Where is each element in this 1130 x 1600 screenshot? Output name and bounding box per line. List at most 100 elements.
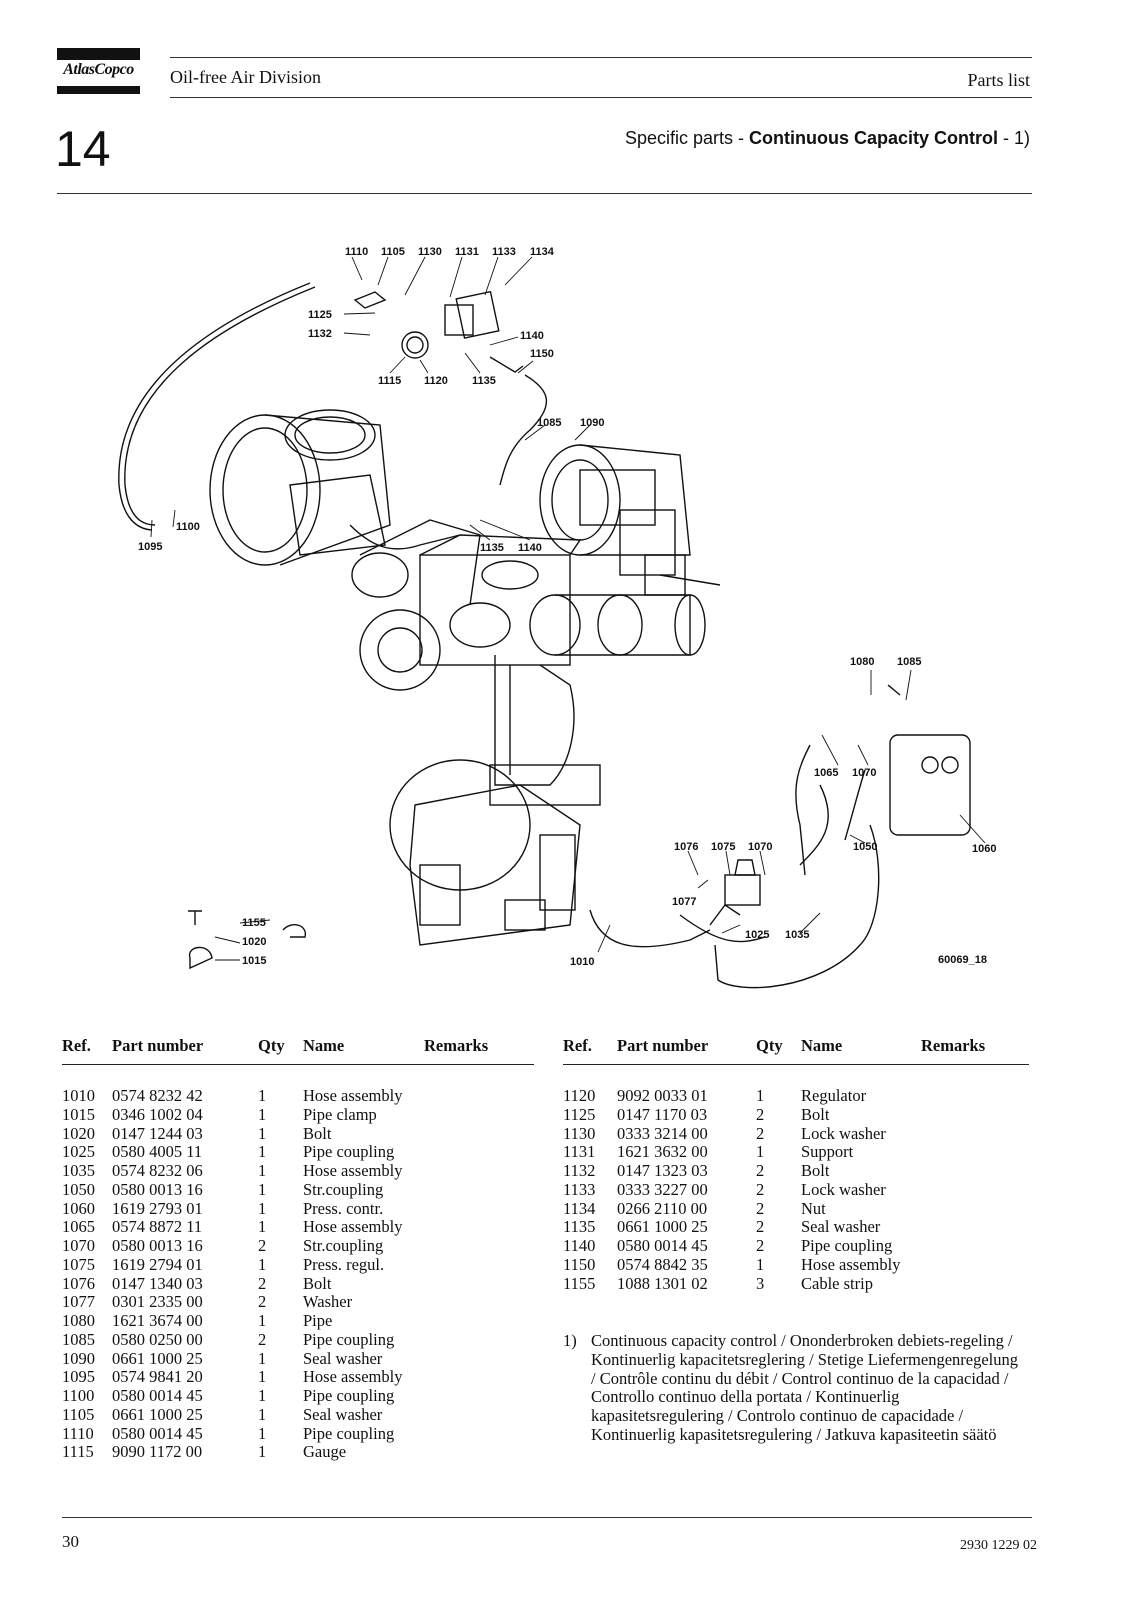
- qty-cell: 1: [258, 1311, 267, 1330]
- section-title: Specific parts - Continuous Capacity Con…: [625, 128, 1030, 149]
- exploded-parts-diagram: 1110 1105 1130 1131 1133 1134 1125 1132 …: [100, 225, 1030, 1015]
- callout-1015: 1015: [242, 955, 266, 967]
- footer-rule: [62, 1517, 1032, 1518]
- section-title-bold: Continuous Capacity Control: [748, 128, 998, 148]
- name-cell: Nut: [801, 1198, 826, 1218]
- ref-cell: 1132: [563, 1161, 596, 1180]
- ref-cell: 1110: [62, 1423, 94, 1443]
- name-cell: Hose assembly: [303, 1161, 403, 1180]
- callout-1100: 1100: [176, 521, 200, 533]
- callout-1130: 1130: [418, 246, 442, 258]
- part-number-cell: 1621 3674 00: [112, 1311, 203, 1330]
- callout-1095: 1095: [138, 541, 162, 553]
- col-qty: Qty: [258, 1036, 285, 1055]
- part-number-cell: 0574 8232 42: [112, 1086, 203, 1105]
- name-cell: Press. contr.: [303, 1198, 384, 1218]
- ref-cell: 1065: [62, 1217, 95, 1237]
- qty-cell: 1: [258, 1348, 267, 1368]
- part-number-cell: 0580 0013 16: [112, 1236, 203, 1255]
- part-number-cell: 0661 1000 25: [112, 1404, 203, 1424]
- name-cell: Gauge: [303, 1442, 347, 1462]
- part-number-cell: 0661 1000 25: [617, 1217, 708, 1237]
- qty-cell: 1: [756, 1142, 765, 1162]
- section-number: 14: [55, 121, 111, 177]
- qty-cell: 1: [756, 1086, 765, 1105]
- name-cell: Hose assembly: [303, 1367, 403, 1387]
- col-ref: Ref.: [563, 1036, 592, 1055]
- callout-1010: 1010: [570, 956, 594, 968]
- part-number-cell: 0574 8842 35: [617, 1254, 708, 1274]
- name-cell: Cable strip: [801, 1273, 873, 1293]
- ref-cell: 1120: [563, 1086, 596, 1105]
- col-name: Name: [303, 1036, 345, 1055]
- col-part-number: Part number: [617, 1036, 709, 1055]
- qty-cell: 1: [258, 1198, 267, 1218]
- figure-id: 60069_18: [938, 954, 987, 966]
- callout-1133: 1133: [492, 246, 516, 258]
- callout-1077: 1077: [672, 896, 696, 908]
- parts-table-right-header: Ref. Part number Qty Name Remarks: [563, 1036, 1029, 1065]
- ref-cell: 1131: [563, 1142, 596, 1162]
- col-qty: Qty: [756, 1036, 783, 1055]
- name-cell: Hose assembly: [303, 1217, 403, 1237]
- logo-bottom-bar: [57, 86, 140, 94]
- part-number-cell: 0580 0250 00: [112, 1329, 203, 1349]
- name-cell: Pipe coupling: [303, 1329, 395, 1349]
- ref-cell: 1035: [62, 1161, 95, 1180]
- name-cell: Bolt: [303, 1123, 332, 1143]
- qty-cell: 3: [756, 1273, 765, 1293]
- qty-cell: 1: [258, 1142, 267, 1162]
- ref-cell: 1133: [563, 1179, 596, 1199]
- name-cell: Press. regul.: [303, 1254, 385, 1274]
- qty-cell: 2: [258, 1236, 267, 1255]
- callout-1020: 1020: [242, 936, 266, 948]
- part-number-cell: 9090 1172 00: [112, 1442, 203, 1462]
- document-type: Parts list: [967, 70, 1030, 90]
- part-number-cell: 0574 9841 20: [112, 1367, 203, 1387]
- col-name: Name: [801, 1036, 843, 1055]
- qty-cell: 2: [258, 1273, 267, 1293]
- ref-cell: 1140: [563, 1236, 596, 1255]
- name-cell: Regulator: [801, 1086, 867, 1105]
- diagram-svg: 1110 1105 1130 1131 1133 1134 1125 1132 …: [118, 246, 996, 989]
- name-cell: Pipe clamp: [303, 1104, 377, 1124]
- parts-table-left-header: Ref. Part number Qty Name Remarks: [62, 1036, 534, 1065]
- callout-1065: 1065: [814, 767, 838, 779]
- footnote: 1) Continuous capacity control / Ononder…: [563, 1331, 1023, 1445]
- callout-1134: 1134: [530, 246, 555, 258]
- ref-cell: 1025: [62, 1142, 95, 1162]
- diagram-line-art: [118, 282, 971, 989]
- qty-cell: 1: [258, 1217, 267, 1237]
- ref-cell: 1095: [62, 1367, 95, 1387]
- document-number: 2930 1229 02: [960, 1538, 1037, 1553]
- ref-cell: 1070: [62, 1236, 95, 1255]
- qty-cell: 2: [258, 1292, 267, 1312]
- callout-1135-mid: 1135: [480, 542, 504, 554]
- part-number-cell: 0266 2110 00: [617, 1198, 708, 1218]
- part-number-cell: 0580 4005 11: [112, 1142, 203, 1162]
- part-number-cell: 0580 0014 45: [617, 1236, 708, 1255]
- part-number-cell: 0580 0013 16: [112, 1179, 203, 1199]
- header-rule-top: [170, 57, 1032, 58]
- callout-1060: 1060: [972, 843, 996, 855]
- section-title-prefix: Specific parts -: [624, 128, 749, 148]
- part-number-cell: 1619 2793 01: [112, 1198, 203, 1218]
- callout-1132: 1132: [308, 328, 332, 340]
